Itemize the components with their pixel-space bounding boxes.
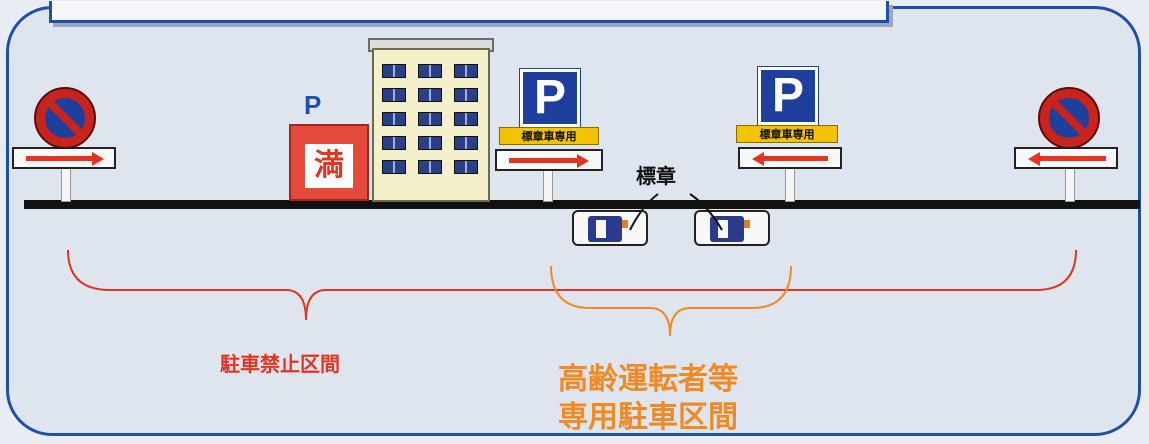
building-icon	[372, 48, 490, 202]
arrow-left-icon	[738, 147, 842, 169]
parking-tag-label: 標章車専用	[736, 125, 838, 143]
road-line	[24, 200, 1140, 209]
title-box	[49, 1, 889, 23]
elderly-parking-bracket	[550, 265, 792, 337]
car-icon	[572, 210, 648, 246]
badge-mark	[622, 220, 628, 228]
badge-pointer-left	[629, 193, 659, 231]
arrow-right-icon	[495, 149, 603, 171]
lot-p-symbol: P	[304, 90, 322, 120]
full-parking-lot-icon: 満	[289, 124, 369, 201]
elderly-section-label-line1: 高齢運転者等	[558, 362, 738, 397]
lot-full-mark: 満	[305, 144, 353, 188]
no-parking-bracket	[67, 249, 1077, 321]
no-parking-section-label: 駐車禁止区間	[220, 352, 340, 376]
badge-pointer-right	[689, 193, 723, 231]
parking-sign-icon: P	[519, 68, 581, 128]
badge-mark	[744, 220, 750, 228]
elderly-section-label-line2: 専用駐車区間	[558, 400, 738, 435]
parking-tag-label: 標章車専用	[499, 127, 599, 145]
no-parking-sign-icon	[1038, 87, 1100, 149]
arrow-right-icon	[12, 147, 116, 169]
arrow-left-icon	[1014, 147, 1118, 169]
parking-sign-icon: P	[757, 66, 819, 126]
badge-label: 標章	[636, 164, 676, 188]
